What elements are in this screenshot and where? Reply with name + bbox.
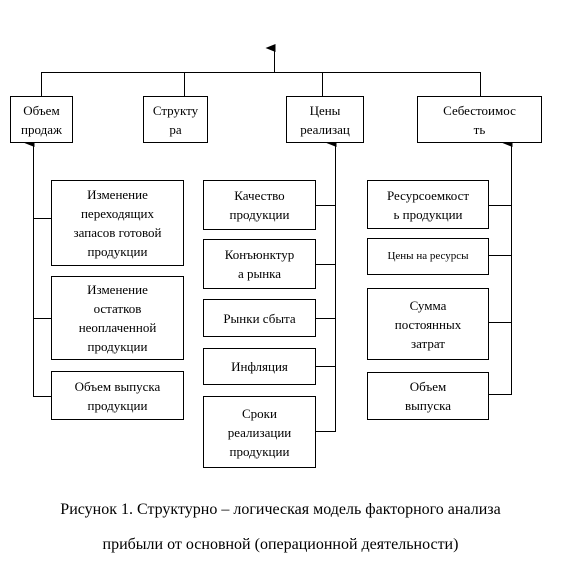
factor-box-sales-volume: Объем продаж [10, 96, 73, 143]
price-subfactor-market-conditions: Конъюнктур а рынка [203, 239, 316, 289]
sales-subfactor-transitional-stocks: Изменение переходящих запасов готовой пр… [51, 180, 184, 266]
caption-line-2: прибыли от основной (операционной деятел… [102, 536, 459, 553]
price-subfactor-sales-markets: Рынки сбыта [203, 299, 316, 337]
price-subfactor-quality: Качество продукции [203, 180, 316, 230]
factor-box-structure: Структу ра [143, 96, 208, 143]
caption-line-1: Рисунок 1. Структурно – логическая модел… [60, 501, 501, 518]
figure-caption: Рисунок 1. Структурно – логическая модел… [0, 492, 561, 562]
price-subfactor-inflation: Инфляция [203, 348, 316, 385]
cost-subfactor-output-volume: Объем выпуска [367, 372, 489, 420]
cost-subfactor-resource-intensity: Ресурсоемкост ь продукции [367, 180, 489, 229]
factor-box-cost: Себестоимос ть [417, 96, 542, 143]
price-subfactor-sales-terms: Сроки реализации продукции [203, 396, 316, 468]
cost-subfactor-resource-prices: Цены на ресурсы [367, 238, 489, 275]
sales-subfactor-unpaid-balances: Изменение остатков неоплаченной продукци… [51, 276, 184, 360]
cost-subfactor-fixed-costs: Сумма постоянных затрат [367, 288, 489, 360]
sales-subfactor-output-volume: Объем выпуска продукции [51, 371, 184, 420]
factor-box-prices: Цены реализац [286, 96, 364, 143]
